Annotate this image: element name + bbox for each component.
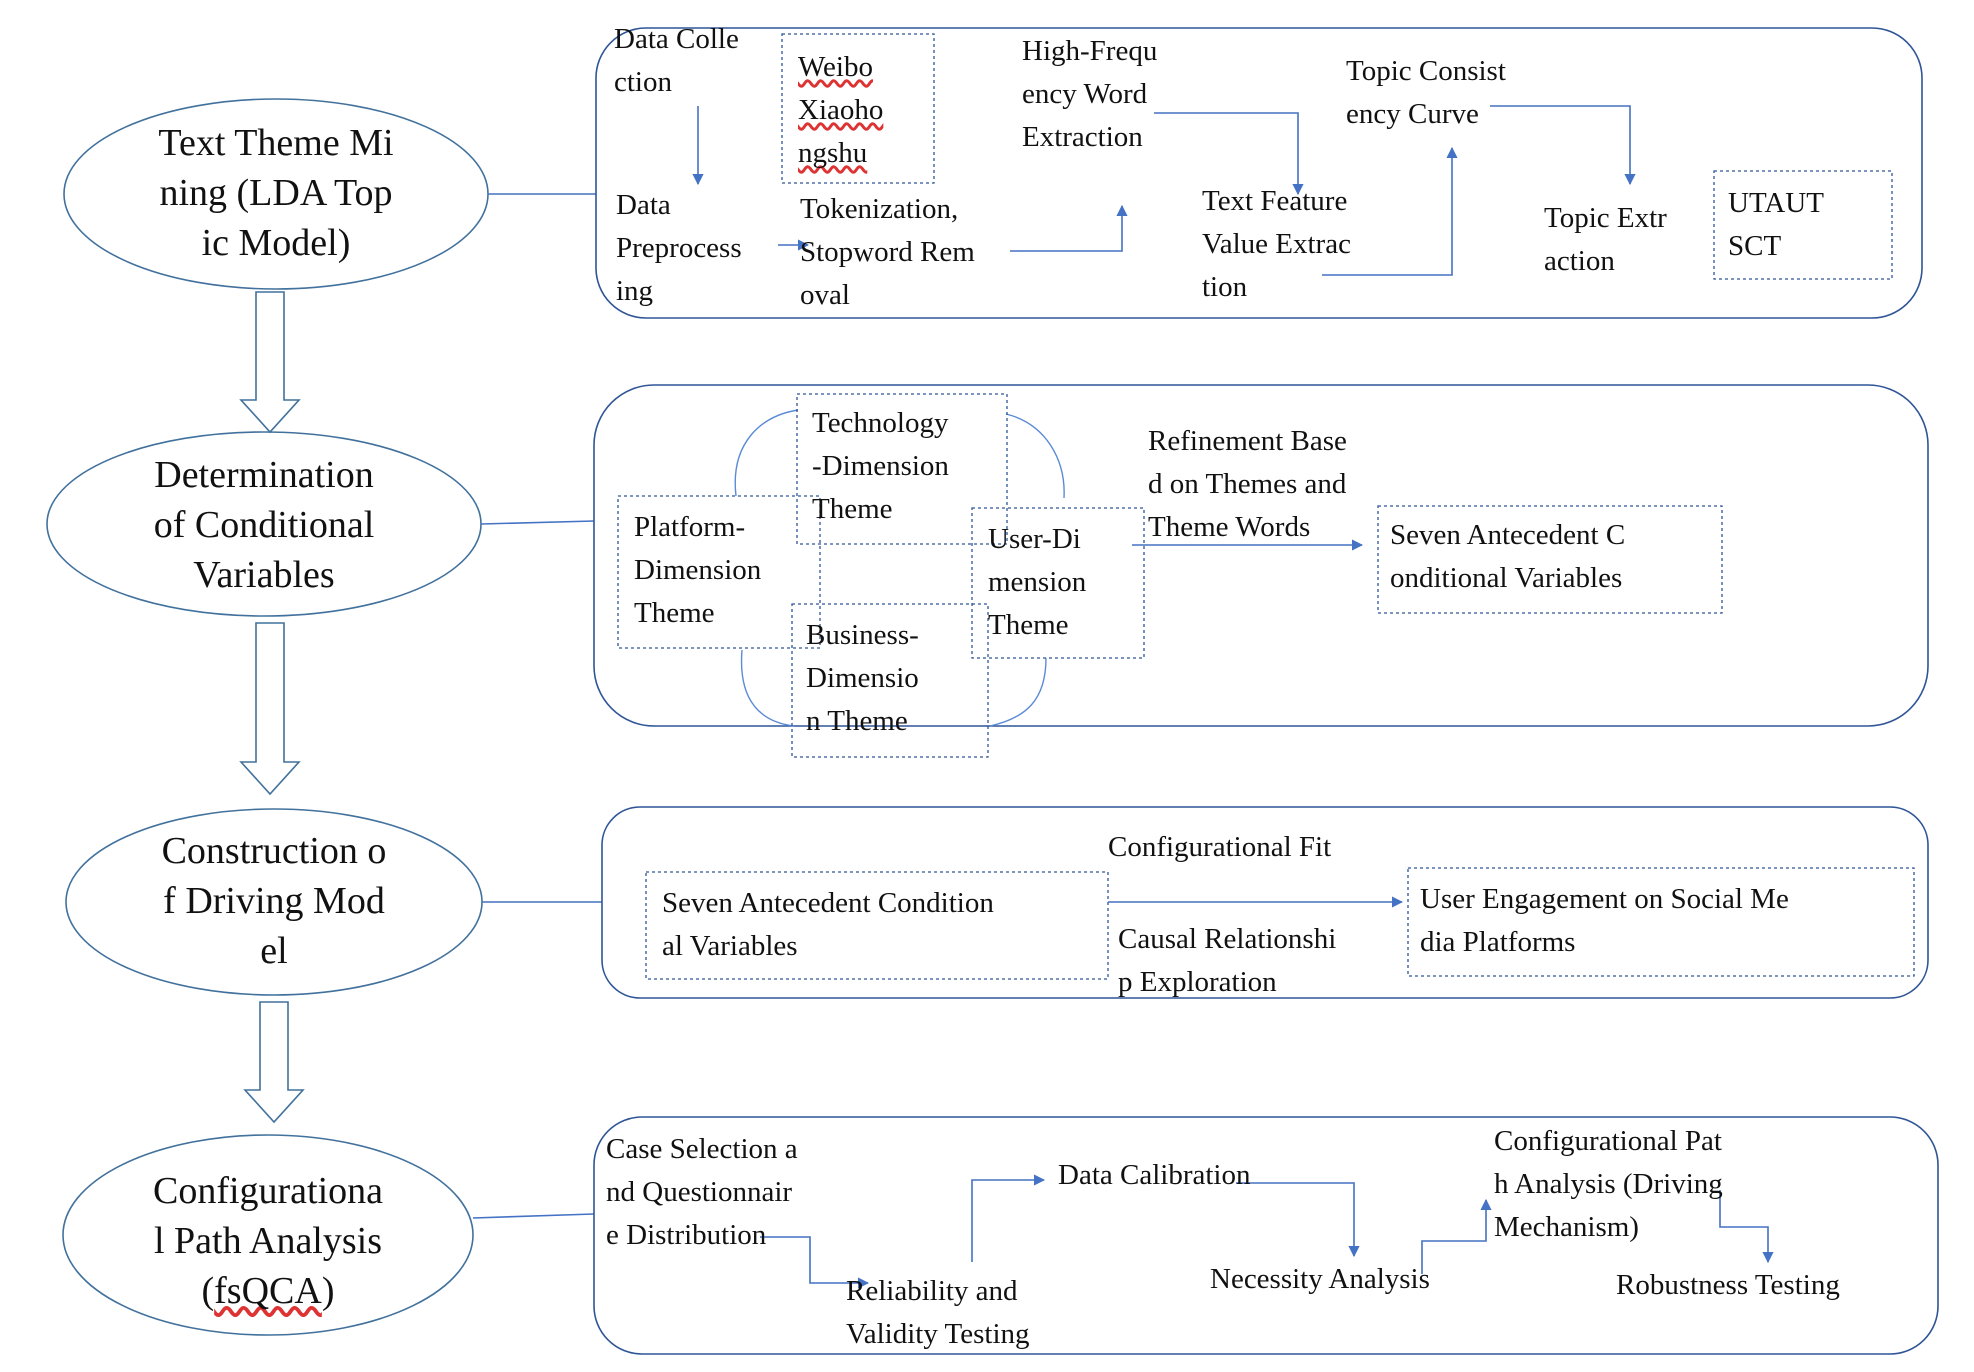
node-robustness-testing: Robustness Testing: [1616, 1269, 1840, 1301]
platform-theme-box: [617, 495, 821, 649]
node-data-calibration: Data Calibration: [1058, 1159, 1251, 1191]
theme-cycle-arc-top-right: [1005, 413, 1065, 499]
node-seven-variables: Seven Antecedent C onditional Variables: [1390, 519, 1626, 594]
theme-cycle-arc-bottom-left: [740, 649, 795, 727]
node-user-theme: User-Di mension Theme: [988, 523, 1087, 641]
stage-label-conditional-variables: Determination of Conditional Variables: [153, 454, 375, 596]
node-topic-extraction: Topic Extr action: [1544, 202, 1667, 277]
arrow-tokenization-to-highfreq: [1010, 204, 1128, 252]
node-configurational-path: Configurational Pat h Analysis (Driving …: [1494, 1125, 1723, 1243]
arrow-config-path-to-robustness: [1719, 1190, 1774, 1264]
node-technology-theme: Technology -Dimension Theme: [812, 407, 949, 525]
theme-cycle-arc-top-left: [734, 409, 799, 497]
node-user-engagement: User Engagement on Social Me dia Platfor…: [1420, 883, 1789, 958]
stage-arrow-1: [239, 291, 301, 434]
arrow-reliability-to-calibration: [971, 1174, 1046, 1262]
node-text-feature-extraction: Text Feature Value Extrac tion: [1202, 185, 1351, 303]
node-necessity-analysis: Necessity Analysis: [1210, 1263, 1430, 1295]
theories-box: [1713, 170, 1893, 280]
arrow-highfreq-to-feature: [1154, 112, 1304, 196]
arrow-necessity-to-config-path: [1421, 1198, 1492, 1274]
user-engagement-box: [1407, 867, 1915, 977]
node-sources: Weibo Xiaoho ngshu: [798, 51, 884, 169]
node-business-theme: Business- Dimensio n Theme: [806, 619, 919, 737]
stage-label-configurational-path: Configurationa l Path Analysis (fsQCA): [98, 1166, 438, 1316]
stage-label-driving-model: Construction o f Driving Mod el: [161, 830, 387, 972]
panel-configurational-path: [593, 1116, 1939, 1355]
stage-arrow-2: [239, 622, 301, 796]
arrow-consistency-to-extraction: [1490, 105, 1636, 186]
panel-conditional-variables: [593, 384, 1929, 727]
node-tokenization: Tokenization, Stopword Rem oval: [800, 193, 975, 311]
antecedents-box: [645, 871, 1109, 980]
label-configurational-fit: Configurational Fit: [1108, 831, 1332, 863]
node-platform-theme: Platform- Dimension Theme: [634, 511, 762, 629]
arrow-calibration-to-necessity: [1236, 1182, 1360, 1258]
node-refinement: Refinement Base d on Themes and Theme Wo…: [1148, 425, 1347, 543]
node-topic-consistency-curve: Topic Consist ency Curve: [1346, 55, 1506, 130]
node-theories: UTAUT SCT: [1728, 187, 1824, 262]
panel-text-theme-mining: [595, 27, 1923, 319]
node-reliability-validity: Reliability and Validity Testing: [846, 1275, 1030, 1350]
user-theme-box: [971, 507, 1145, 659]
stage-arrow-3: [243, 1001, 305, 1124]
technology-theme-box: [796, 393, 1008, 545]
node-antecedents: Seven Antecedent Condition al Variables: [662, 887, 994, 962]
label-causal-exploration: Causal Relationshi p Exploration: [1118, 923, 1337, 998]
business-theme-box: [791, 603, 989, 758]
connector-2: [480, 520, 595, 525]
stage-oval-configurational-path: [62, 1134, 474, 1336]
node-data-preprocessing: Data Preprocess ing: [616, 189, 742, 307]
node-high-frequency-extraction: High-Frequ ency Word Extraction: [1022, 35, 1158, 153]
stage-label-configurational-path-text: Configurationa l Path Analysis (fsQCA): [152, 1170, 384, 1312]
seven-variables-box: [1377, 505, 1723, 614]
node-case-selection: Case Selection a nd Questionnair e Distr…: [606, 1133, 798, 1251]
stage-label-text-theme-mining: Text Theme Mi ning (LDA Top ic Model): [158, 122, 394, 264]
arrow-case-to-reliability: [760, 1236, 870, 1289]
theme-cycle-arc-bottom-right: [989, 657, 1047, 727]
node-data-collection: Data Colle ction: [614, 23, 739, 98]
connector-4: [472, 1213, 595, 1219]
arrow-feature-to-consistency: [1322, 146, 1458, 276]
